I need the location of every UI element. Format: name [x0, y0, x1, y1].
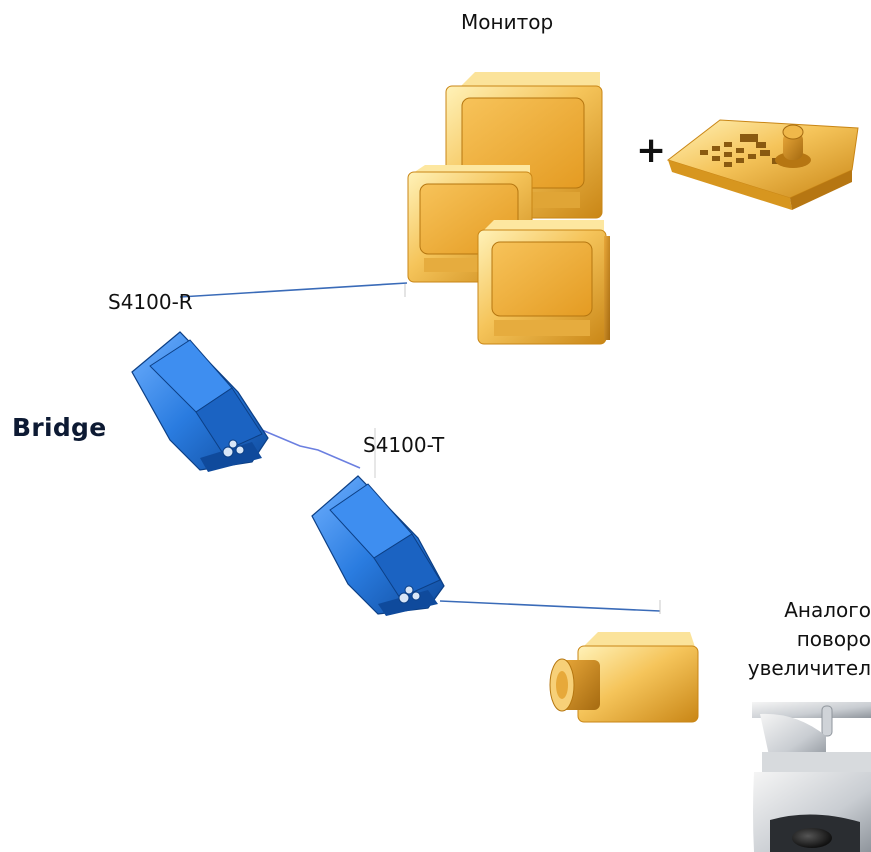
monitor-label: Монитор: [461, 10, 554, 34]
plus-sign: +: [636, 130, 667, 171]
dome-camera-icon: [745, 697, 871, 852]
transmitter-device-icon: [311, 475, 445, 616]
ptz-keyboard-icon: [666, 119, 859, 210]
bridge-title: Bridge: [12, 413, 107, 442]
link-receiver-monitor: [179, 282, 408, 298]
link-transmitter-camera: [439, 600, 661, 614]
receiver-device-icon: [131, 331, 269, 472]
camera-caption: Аналого поворо увеличител: [748, 596, 871, 683]
receiver-label: S4100-R: [108, 290, 193, 314]
camera-caption-line-1: Аналого: [784, 598, 871, 622]
monitor-bank-icon: [407, 72, 610, 345]
camera-caption-line-3: увеличител: [747, 656, 871, 680]
camera-caption-line-2: поворо: [796, 627, 871, 651]
wireless-link: [261, 428, 376, 478]
transmitter-label: S4100-T: [363, 433, 445, 457]
box-camera-icon: [549, 632, 699, 723]
